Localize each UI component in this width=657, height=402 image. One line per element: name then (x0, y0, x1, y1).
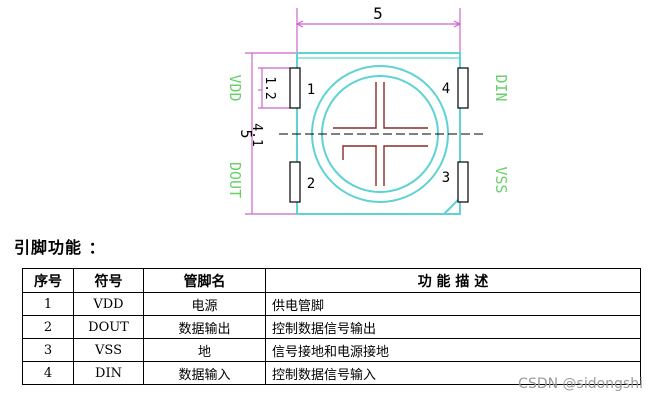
pin-label-dout: DOUT (226, 162, 244, 198)
height-dimension (245, 52, 300, 215)
cell-symbol: DOUT (73, 315, 144, 339)
header-pin-name: 管脚名 (143, 268, 266, 293)
cell-symbol: VDD (73, 292, 144, 316)
header-description: 功 能 描 述 (265, 268, 641, 293)
pin-label-vdd: VDD (226, 74, 244, 101)
led-package-diagram: 5 5 1.2 4.1 VDD DOUT DIN VSS (226, 4, 510, 215)
cell-description: 供电管脚 (265, 292, 641, 316)
pin-label-vss: VSS (492, 166, 510, 193)
die-traces (333, 82, 428, 186)
section-title: 引脚功能 ： (14, 238, 106, 257)
table-row: 1 VDD 电源 供电管脚 (22, 292, 641, 316)
cell-pin-name: 电源 (143, 292, 266, 316)
watermark: CSDN @sidongshi (518, 376, 643, 392)
cell-description: 控制数据信号输出 (265, 315, 641, 339)
table-row: 4 DIN 数据输入 控制数据信号输入 (22, 361, 641, 385)
width-dimension (295, 8, 462, 52)
width-dimension-label: 5 (373, 4, 383, 23)
cell-pin-name: 数据输入 (143, 361, 266, 385)
cell-description: 控制数据信号输入 (265, 361, 641, 385)
cell-index: 3 (22, 338, 74, 362)
pin-number-2: 2 (307, 176, 315, 192)
pad-dimension-label: 1.2 (262, 76, 277, 99)
header-symbol: 符号 (73, 268, 144, 293)
cell-symbol: VSS (73, 338, 144, 362)
table-row: 3 VSS 地 信号接地和电源接地 (22, 338, 641, 362)
cell-symbol: DIN (73, 361, 144, 385)
cell-pin-name: 地 (143, 338, 266, 362)
cell-pin-name: 数据输出 (143, 315, 266, 339)
pin-number-4: 4 (442, 81, 450, 97)
cell-index: 4 (22, 361, 74, 385)
pin-number-3: 3 (442, 170, 450, 186)
table-row: 2 DOUT 数据输出 控制数据信号输出 (22, 315, 641, 339)
cell-description: 信号接地和电源接地 (265, 338, 641, 362)
pin-function-table: 序号 符号 管脚名 功 能 描 述 1 VDD 电源 供电管脚 2 DOUT 数… (22, 268, 641, 385)
cell-index: 2 (22, 315, 74, 339)
pin-label-din: DIN (492, 74, 510, 101)
height-dimension-label: 5 (237, 129, 255, 138)
offset-dimension-label: 4.1 (249, 123, 264, 146)
pin-number-1: 1 (307, 82, 315, 98)
cell-index: 1 (22, 292, 74, 316)
header-index: 序号 (22, 268, 74, 293)
pin-pads (289, 67, 469, 203)
table-header-row: 序号 符号 管脚名 功 能 描 述 (22, 268, 641, 293)
